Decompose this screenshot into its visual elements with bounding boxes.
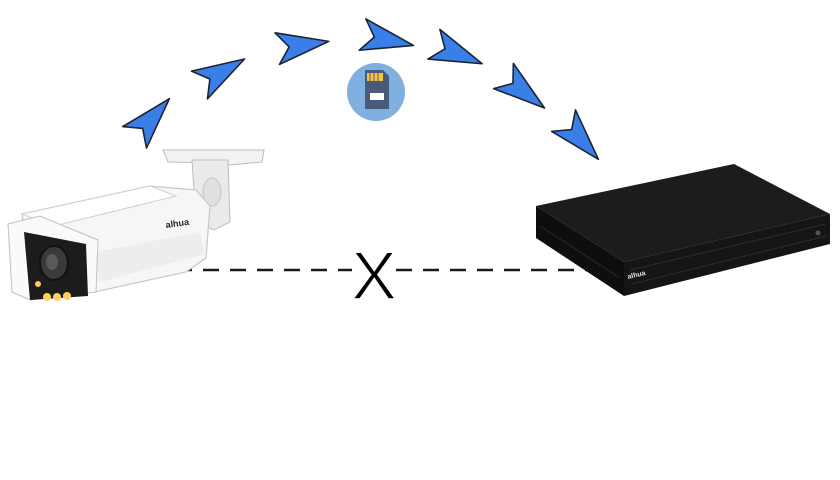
arrow-icon (550, 109, 600, 161)
arrow-icon (121, 97, 171, 149)
transfer-arrows (121, 18, 600, 161)
arrow-icon (427, 28, 483, 65)
broken-link-x-mark: X (351, 238, 396, 314)
arrow-icon (274, 31, 330, 66)
nvr-recorder-icon (536, 164, 830, 296)
recorder-brand-logo: alhua (627, 270, 646, 281)
arrow-icon (358, 18, 415, 52)
sd-card-icon (347, 63, 405, 121)
camera-brand-logo: alhua (165, 217, 191, 230)
bullet-camera-icon (7, 149, 265, 301)
arrow-icon (492, 62, 546, 109)
arrow-icon (190, 58, 246, 100)
